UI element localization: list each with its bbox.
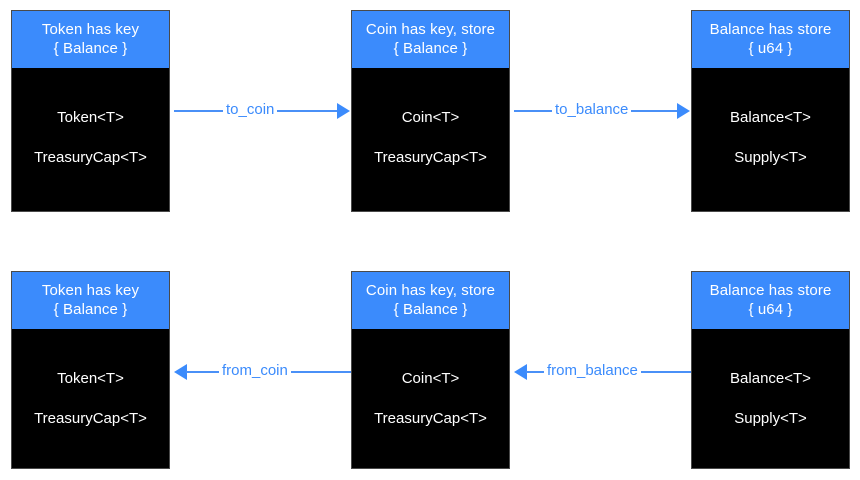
node-header-line1: Coin has key, store xyxy=(365,282,496,299)
node-header-line2: { Balance } xyxy=(53,301,128,318)
node-body-line2: TreasuryCap<T> xyxy=(374,410,487,427)
node-header-line2: { u64 } xyxy=(748,301,793,318)
edge-label-to-balance: to_balance xyxy=(552,99,632,121)
node-body-line2: TreasuryCap<T> xyxy=(34,410,147,427)
node-body-line1: Balance<T> xyxy=(730,370,811,387)
node-header-line1: Balance has store xyxy=(709,21,832,38)
node-header-line1: Token has key xyxy=(41,282,140,299)
node-token-top[interactable]: Token has key { Balance } Token<T> Treas… xyxy=(11,10,170,212)
arrowhead-left-icon xyxy=(174,364,187,380)
edge-label-to-coin: to_coin xyxy=(223,99,278,121)
node-body-token-top: Token<T> TreasuryCap<T> xyxy=(12,68,169,211)
node-body-line1: Coin<T> xyxy=(401,370,460,387)
arrowhead-left-icon xyxy=(514,364,527,380)
node-balance-top[interactable]: Balance has store { u64 } Balance<T> Sup… xyxy=(691,10,850,212)
edge-from-coin[interactable]: from_coin xyxy=(174,360,351,384)
node-header-line1: Balance has store xyxy=(709,282,832,299)
node-body-line1: Balance<T> xyxy=(730,109,811,126)
node-token-bottom[interactable]: Token has key { Balance } Token<T> Treas… xyxy=(11,271,170,469)
node-body-line1: Coin<T> xyxy=(401,109,460,126)
node-body-coin-top: Coin<T> TreasuryCap<T> xyxy=(352,68,509,211)
node-body-line2: Supply<T> xyxy=(734,410,807,427)
node-body-line2: TreasuryCap<T> xyxy=(374,149,487,166)
node-body-balance-top: Balance<T> Supply<T> xyxy=(692,68,849,211)
edge-label-from-coin: from_coin xyxy=(219,360,291,382)
node-header-line1: Coin has key, store xyxy=(365,21,496,38)
node-header-balance-bottom: Balance has store { u64 } xyxy=(692,272,849,329)
edge-from-balance[interactable]: from_balance xyxy=(514,360,691,384)
node-coin-bottom[interactable]: Coin has key, store { Balance } Coin<T> … xyxy=(351,271,510,469)
edge-label-from-balance: from_balance xyxy=(544,360,641,382)
node-header-token-top: Token has key { Balance } xyxy=(12,11,169,68)
edge-to-balance[interactable]: to_balance xyxy=(514,99,691,123)
arrowhead-right-icon xyxy=(677,103,690,119)
node-header-line2: { u64 } xyxy=(748,40,793,57)
node-header-line2: { Balance } xyxy=(53,40,128,57)
node-coin-top[interactable]: Coin has key, store { Balance } Coin<T> … xyxy=(351,10,510,212)
node-body-token-bottom: Token<T> TreasuryCap<T> xyxy=(12,329,169,468)
node-header-balance-top: Balance has store { u64 } xyxy=(692,11,849,68)
edge-to-coin[interactable]: to_coin xyxy=(174,99,351,123)
arrowhead-right-icon xyxy=(337,103,350,119)
node-header-line1: Token has key xyxy=(41,21,140,38)
node-header-line2: { Balance } xyxy=(393,40,468,57)
node-body-line2: TreasuryCap<T> xyxy=(34,149,147,166)
node-body-coin-bottom: Coin<T> TreasuryCap<T> xyxy=(352,329,509,468)
node-body-line1: Token<T> xyxy=(57,109,124,126)
node-balance-bottom[interactable]: Balance has store { u64 } Balance<T> Sup… xyxy=(691,271,850,469)
node-header-coin-top: Coin has key, store { Balance } xyxy=(352,11,509,68)
node-body-balance-bottom: Balance<T> Supply<T> xyxy=(692,329,849,468)
node-header-coin-bottom: Coin has key, store { Balance } xyxy=(352,272,509,329)
node-body-line1: Token<T> xyxy=(57,370,124,387)
node-header-line2: { Balance } xyxy=(393,301,468,318)
node-header-token-bottom: Token has key { Balance } xyxy=(12,272,169,329)
node-body-line2: Supply<T> xyxy=(734,149,807,166)
